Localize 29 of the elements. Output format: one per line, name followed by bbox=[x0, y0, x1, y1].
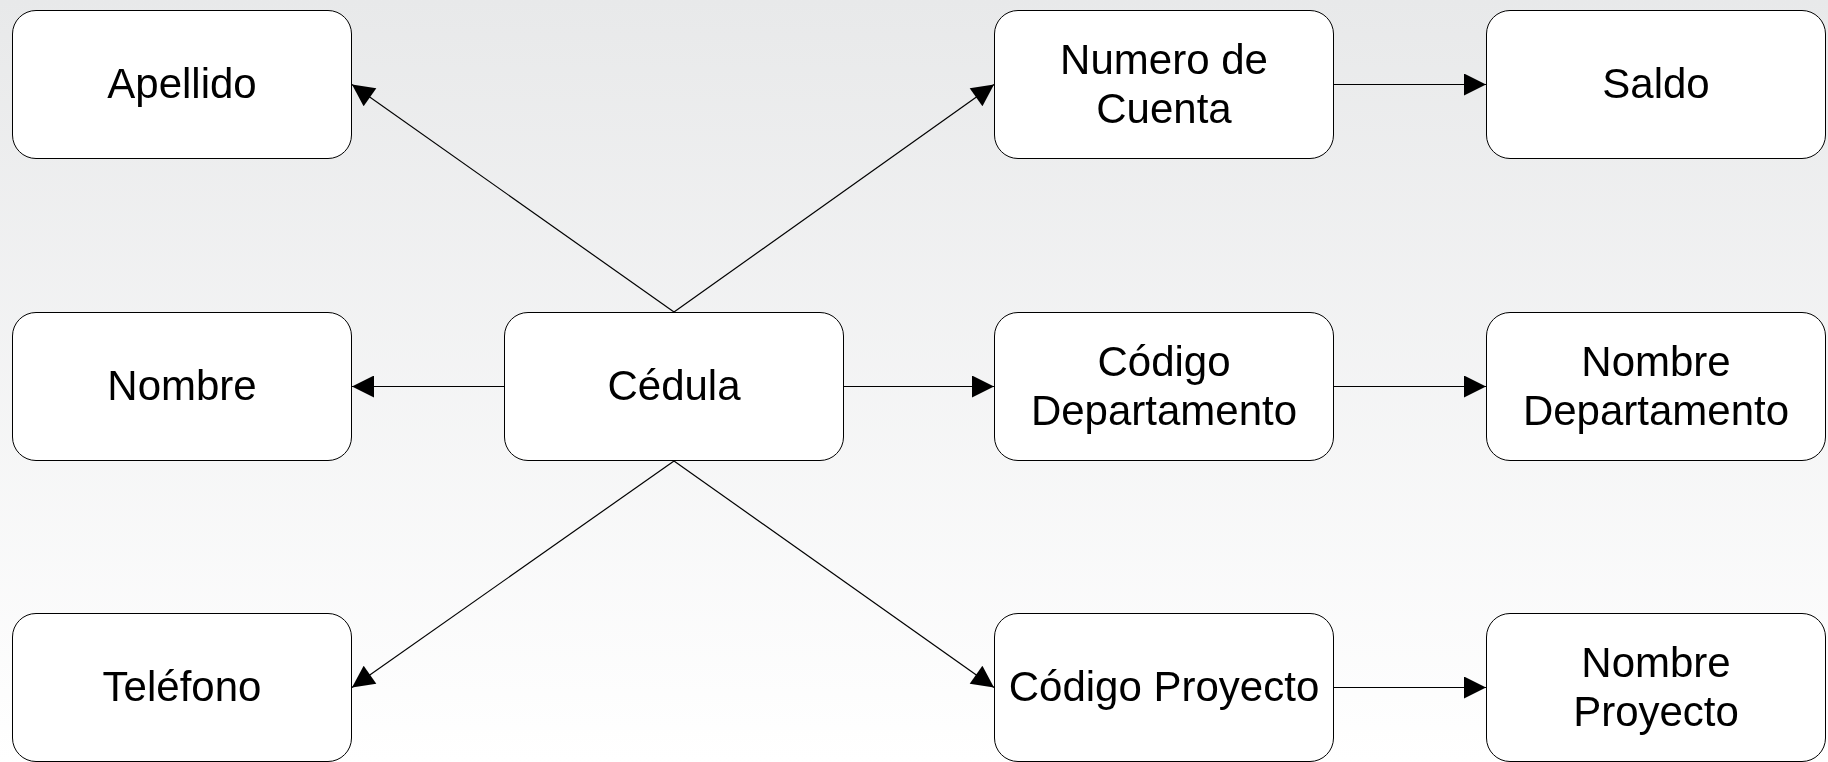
attribute-box bbox=[994, 613, 1334, 762]
arrow bbox=[351, 83, 675, 313]
attribute-box bbox=[1486, 10, 1826, 159]
attribute-label: Apellido bbox=[107, 60, 257, 109]
arrow bbox=[673, 83, 995, 313]
attribute-label: Nombre bbox=[107, 362, 257, 411]
attribute-label: Cédula bbox=[607, 362, 741, 411]
attribute-box bbox=[12, 312, 352, 461]
attribute-label: Numero de Cuenta bbox=[1059, 36, 1269, 133]
attribute-box bbox=[504, 312, 844, 461]
arrow bbox=[351, 375, 505, 398]
arrow bbox=[673, 460, 995, 689]
attribute-box bbox=[994, 10, 1334, 159]
attribute-box bbox=[1486, 312, 1826, 461]
arrow bbox=[351, 460, 675, 689]
attribute-box bbox=[1486, 613, 1826, 762]
attribute-label: Código Proyecto bbox=[1008, 663, 1320, 712]
arrow bbox=[1333, 375, 1487, 398]
attribute-box bbox=[12, 10, 352, 159]
attribute-label: Teléfono bbox=[102, 663, 262, 712]
attribute-label: Saldo bbox=[1602, 60, 1710, 109]
attribute-box bbox=[12, 613, 352, 762]
arrow bbox=[1333, 73, 1487, 96]
arrow bbox=[843, 375, 995, 398]
attribute-label: Nombre Proyecto bbox=[1572, 639, 1740, 736]
attribute-label: Código Departamento bbox=[1029, 338, 1299, 435]
arrow bbox=[1333, 676, 1487, 699]
attribute-box bbox=[994, 312, 1334, 461]
attribute-label: Nombre Departamento bbox=[1521, 338, 1791, 435]
